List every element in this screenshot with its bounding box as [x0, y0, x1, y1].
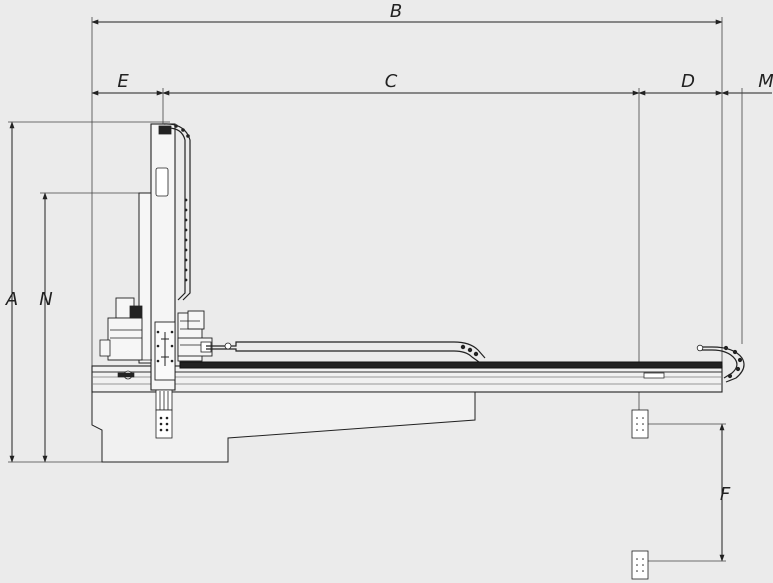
left-drive-assembly — [99, 192, 152, 380]
lower-support-frame — [91, 391, 476, 463]
extension-lines — [8, 17, 743, 562]
column-window — [155, 167, 169, 197]
dimension-labels: B E C D M A N F — [5, 1, 773, 505]
motor-brace — [129, 305, 143, 319]
motor-block-bottom — [107, 317, 143, 361]
gripper-tool — [155, 409, 173, 439]
label-c: C — [385, 71, 398, 92]
robot-base-and-beam — [91, 361, 723, 463]
label-m: M — [758, 71, 773, 92]
label-f: F — [720, 484, 731, 505]
dimension-lines — [9, 19, 772, 562]
traverse-beam — [91, 365, 723, 393]
label-d: D — [681, 71, 695, 92]
vertical-cable-chain — [163, 123, 191, 301]
left-lower-box — [99, 339, 111, 357]
vertical-axis-assembly — [150, 123, 176, 439]
rail-slot — [643, 372, 665, 379]
tool-position-2 — [631, 550, 649, 580]
horizontal-cable-chain — [206, 341, 486, 363]
column-top-block — [158, 125, 172, 135]
label-n: N — [39, 289, 52, 310]
target-tool-positions — [631, 409, 649, 580]
tool-position-1 — [631, 409, 649, 439]
label-a: A — [5, 289, 18, 310]
end-cable-loop — [696, 344, 745, 383]
right-carriage-block — [177, 310, 213, 362]
top-rail — [179, 361, 723, 369]
label-b: B — [390, 1, 402, 22]
label-e: E — [117, 71, 129, 92]
